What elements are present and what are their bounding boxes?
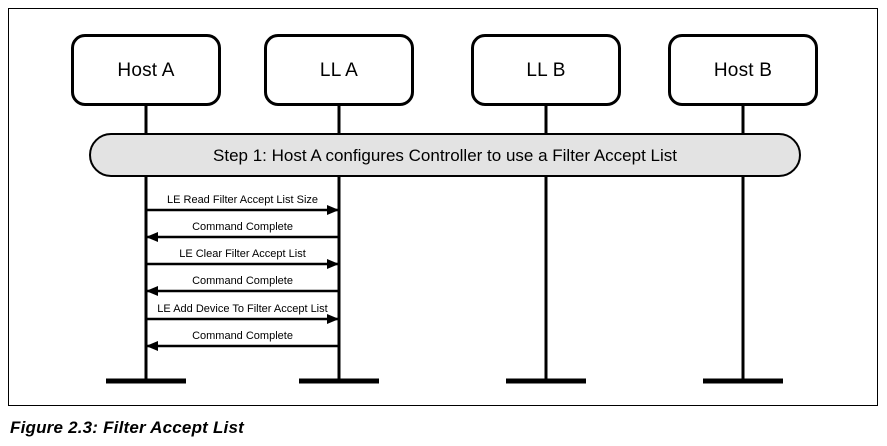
step-banner-label: Step 1: Host A configures Controller to … (213, 145, 677, 165)
message-label-3: LE Clear Filter Accept List (179, 248, 306, 260)
participant-label-ll-a: LL A (319, 59, 359, 81)
participant-box-host-a: Host A (71, 34, 221, 106)
message-label-1: LE Read Filter Accept List Size (166, 194, 319, 206)
figure-caption: Figure 2.3: Filter Accept List (10, 418, 244, 437)
participant-box-host-b: Host B (668, 34, 818, 106)
participant-label-host-a: Host A (117, 59, 175, 81)
participant-label-host-b: Host B (713, 59, 773, 81)
messages-group (146, 205, 339, 351)
message-label-5: LE Add Device To Filter Accept List (157, 303, 328, 315)
participant-box-ll-a: LL A (264, 34, 414, 106)
lifeline-terminators-group (106, 378, 783, 384)
lifeline-terminator-ll-b (506, 378, 586, 384)
message-label-2: Command Complete (192, 221, 293, 233)
participant-box-ll-b: LL B (471, 34, 621, 106)
lifeline-terminator-ll-a (299, 378, 379, 384)
message-label-4: Command Complete (192, 275, 293, 287)
lifeline-terminator-host-a (106, 378, 186, 384)
participant-label-ll-b: LL B (526, 59, 566, 81)
figure-frame: Host A LL A LL B Host B Step 1: Host A conf… (8, 8, 878, 406)
step-banner: Step 1: Host A configures Controller to … (89, 133, 801, 177)
lifeline-terminator-host-b (703, 378, 783, 384)
message-label-6: Command Complete (192, 330, 293, 342)
